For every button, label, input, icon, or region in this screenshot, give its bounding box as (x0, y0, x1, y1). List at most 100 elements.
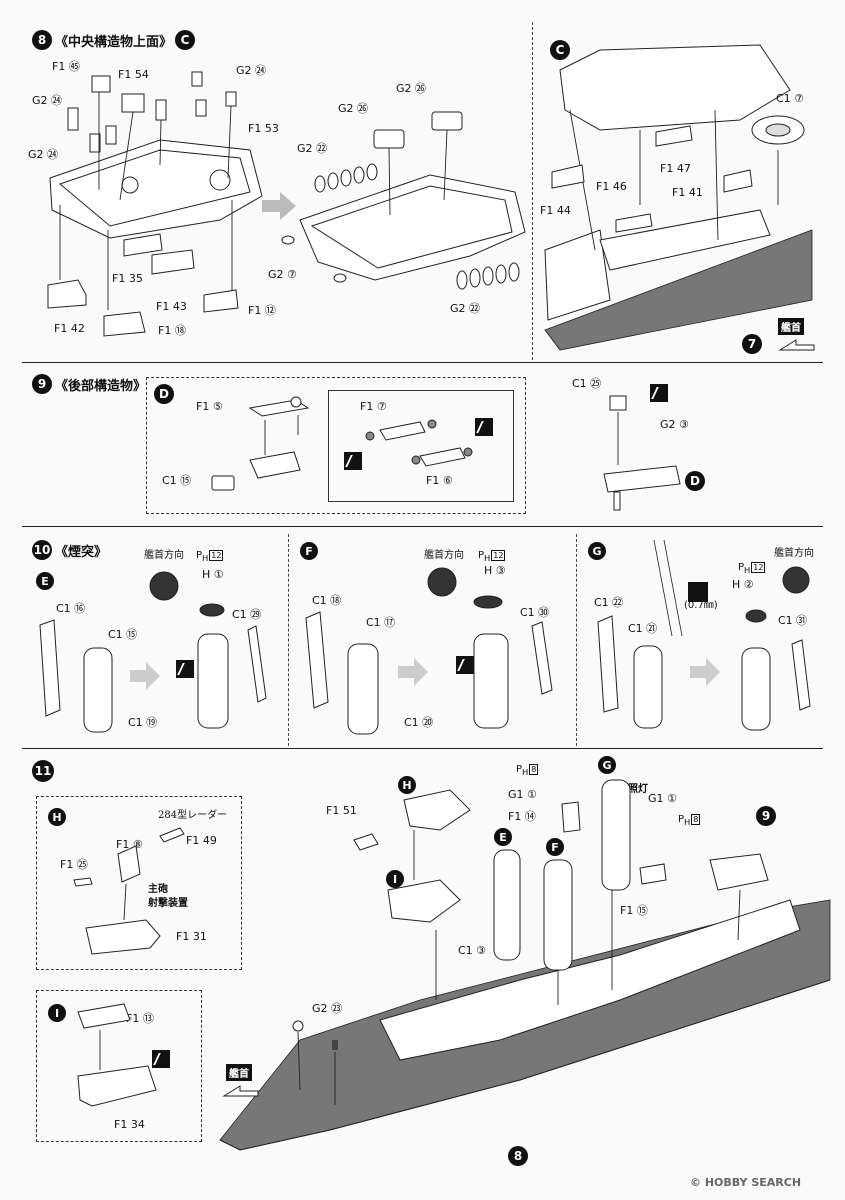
bow-label: 艦首 (226, 1064, 252, 1081)
part-label: G2 ㉒ (450, 302, 481, 315)
step9-header: 9 《後部構造物》 (32, 374, 146, 394)
subassembly-marker: D (154, 384, 174, 404)
bow-direction-indicator: 艦首 (226, 1064, 252, 1081)
part-label: G2 ⑦ (268, 268, 297, 281)
part-label: H ① (202, 568, 224, 581)
bow-direction-label: 艦首方向 (144, 550, 184, 561)
subassembly-marker: F (546, 838, 564, 856)
subassembly-D-box (146, 377, 526, 514)
step-title: 《後部構造物》 (55, 378, 147, 394)
subassembly-marker: I (386, 870, 404, 888)
part-label: F1 53 (248, 122, 279, 135)
measurement-note: (0.7㎜) (684, 600, 718, 611)
step10-drawing (39, 539, 811, 735)
part-label: G2 ㉔ (28, 148, 59, 161)
part-label: F1 43 (156, 300, 187, 313)
part-label: F1 31 (176, 930, 207, 943)
part-label: C1 ⑦ (776, 92, 805, 105)
part-label: F1 35 (112, 272, 143, 285)
part-label: C1 ㉚ (520, 606, 550, 619)
part-label: C1 ㉛ (778, 614, 808, 627)
detail-inset (328, 390, 514, 502)
part-label: C1 ③ (458, 944, 487, 957)
step8-header: 8 《中央構造物上面》 C (32, 30, 196, 50)
part-label: F1 ⑱ (158, 324, 186, 337)
part-label: C1 ㉑ (628, 622, 658, 635)
part-label: G1 ① (508, 788, 537, 801)
part-label: F1 ⑭ (508, 810, 536, 823)
bow-arrow-icon (222, 1085, 259, 1097)
step-number: 10 (32, 540, 52, 560)
part-label: G2 ㉖ (338, 102, 369, 115)
glue-icon (176, 660, 194, 678)
part-label: F1 ⑦ (360, 400, 387, 413)
radar-label: 284型レーダー (158, 810, 228, 821)
subassembly-marker: E (36, 572, 54, 590)
bow-label: 艦首 (778, 318, 804, 335)
bow-arrow-icon (778, 339, 815, 351)
glue-icon (152, 1050, 170, 1068)
part-label: F1 34 (114, 1118, 145, 1131)
subassembly-marker: G (598, 756, 616, 774)
part-label: F1 ⑬ (126, 1012, 154, 1025)
step8-drawing (47, 44, 813, 351)
step10-header: 10 《煙突》 (32, 540, 107, 560)
panel-divider (532, 22, 533, 360)
part-label: F1 54 (118, 68, 149, 81)
panel-divider (576, 534, 577, 746)
part-label: F1 51 (326, 804, 357, 817)
part-label: F1 ㊺ (52, 60, 80, 73)
panel-divider (288, 534, 289, 746)
bow-direction-indicator: 艦首 (778, 318, 804, 335)
subassembly-marker: I (48, 1004, 66, 1022)
subassembly-I-box (36, 990, 202, 1142)
section-divider (22, 362, 823, 363)
part-label: H ③ (484, 564, 506, 577)
part-label: F1 ⑫ (248, 304, 276, 317)
part-label: C1 ㉕ (572, 377, 602, 390)
subassembly-marker: C (550, 40, 570, 60)
subassembly-marker: 9 (756, 806, 776, 826)
next-step-marker: 8 (508, 1146, 528, 1166)
part-label: G2 ③ (660, 418, 689, 431)
part-label: F1 49 (186, 834, 217, 847)
bow-direction-label: 艦首方向 (774, 548, 814, 559)
step9-drawing (211, 395, 681, 511)
part-label: C1 ⑮ (162, 474, 192, 487)
watermark: © HOBBY SEARCH (690, 1176, 802, 1189)
part-label: C1 ⑳ (404, 716, 434, 729)
subassembly-marker: H (398, 776, 416, 794)
glue-icon (344, 452, 362, 470)
part-label: F1 ⑥ (426, 474, 453, 487)
section-divider (22, 748, 823, 749)
glue-icon (456, 656, 474, 674)
part-label: C1 ⑯ (56, 602, 86, 615)
part-label: F1 41 (672, 186, 703, 199)
part-label: G2 ㉒ (297, 142, 328, 155)
part-label: G1 ① (648, 792, 677, 805)
subassembly-marker: G (588, 542, 606, 560)
part-label: H ② (732, 578, 754, 591)
glue-icon (475, 418, 493, 436)
section-divider (22, 526, 823, 527)
step-title: 《煙突》 (55, 544, 108, 560)
subassembly-marker: C (175, 30, 196, 50)
part-label: G2 ㉓ (312, 1002, 343, 1015)
part-label: C1 ⑲ (128, 716, 158, 729)
bow-direction-label: 艦首方向 (424, 550, 464, 561)
part-label: F1 ㉕ (60, 858, 88, 871)
part-label: F1 ⑮ (620, 904, 648, 917)
next-step-marker: 7 (742, 334, 762, 354)
searchlight-label: 探照灯 (618, 784, 648, 795)
part-label: C1 ㉙ (232, 608, 262, 621)
part-label: F1 47 (660, 162, 691, 175)
subassembly-H-box (36, 796, 242, 970)
part-label: F1 46 (596, 180, 627, 193)
part-label: G2 ㉔ (32, 94, 63, 107)
part-label: C1 ㉒ (594, 596, 624, 609)
subassembly-marker: D (685, 471, 705, 491)
gun-director-label: 主砲 (148, 884, 168, 895)
